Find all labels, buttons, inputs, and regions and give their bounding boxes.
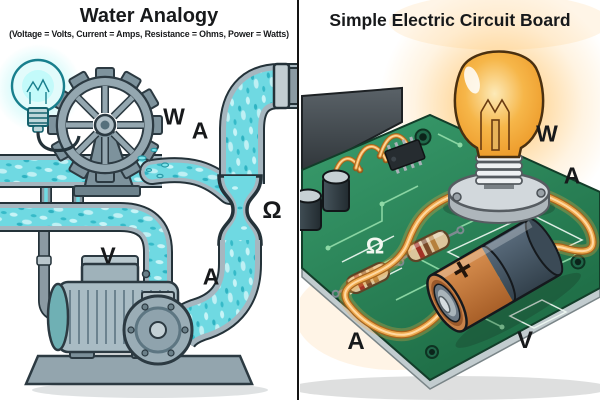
amber-light-bulb <box>443 50 555 224</box>
label-amps-wire-right: A <box>563 162 581 189</box>
label-amps-flow-left: A <box>191 117 209 144</box>
back-panel <box>301 86 403 177</box>
water-analogy-panel <box>0 44 298 398</box>
right-panel-title: Simple Electric Circuit Board <box>329 10 571 30</box>
resistance-pipe-top <box>219 62 298 184</box>
circuit-wires <box>338 189 600 342</box>
capacitor <box>322 169 350 212</box>
label-watts-left: W <box>163 103 185 130</box>
bulb-wire <box>36 131 81 153</box>
bulb-filament <box>480 98 510 151</box>
left-panel-subtitle: (Voltage = Volts, Current = Amps, Resist… <box>9 29 289 39</box>
circuit-board-panel: + <box>300 0 600 400</box>
battery: + <box>426 217 581 348</box>
label-watts-right: W <box>536 120 558 147</box>
water-splash <box>137 147 170 179</box>
bulb-filament <box>26 78 50 104</box>
left-panel-title: Water Analogy <box>79 5 219 27</box>
capacitor <box>300 188 322 231</box>
label-volts-right: V <box>516 327 534 354</box>
label-amps-board-right: A <box>347 328 365 355</box>
board-shadow <box>300 376 600 400</box>
label-ohms-left: Ω <box>262 197 282 224</box>
water-pump <box>24 255 268 398</box>
label-amps-pump-left: A <box>202 263 220 290</box>
lower-pipe <box>0 202 173 298</box>
panel-divider <box>297 0 299 400</box>
cyan-light-bulb <box>10 58 81 153</box>
bulb-screw-base <box>475 154 523 185</box>
ic-chip <box>384 136 426 174</box>
pipe-constriction <box>217 174 263 246</box>
label-ohms-right: Ω <box>365 232 385 259</box>
label-volts-left: V <box>100 242 116 269</box>
mounting-holes <box>414 128 586 359</box>
